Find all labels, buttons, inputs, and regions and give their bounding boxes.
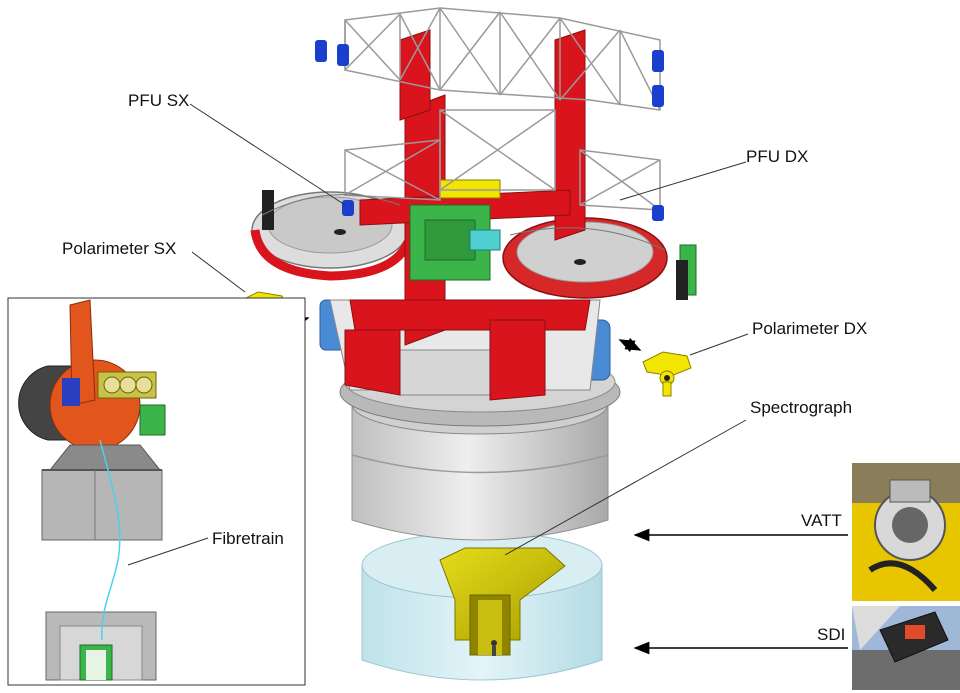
- spectrograph-leader: [504, 419, 747, 556]
- polarimeter-sx-label: Polarimeter SX: [62, 239, 176, 258]
- polarimeter-dx-leader: [689, 333, 749, 356]
- sdi-photo: [852, 606, 960, 690]
- pfu-sx-label: PFU SX: [128, 91, 189, 110]
- polarimeter-dx-arrow: [618, 337, 642, 353]
- fibretrain-label: Fibretrain: [212, 529, 284, 548]
- fibretrain-leader: [127, 537, 209, 566]
- fibretrain-inset: [7, 297, 306, 686]
- pfu-dx-leader: [619, 161, 747, 201]
- spectrograph-label: Spectrograph: [750, 398, 852, 417]
- sdi-label: SDI: [817, 625, 845, 644]
- vatt-photo: [852, 463, 960, 601]
- pfu-sx-leader: [189, 103, 346, 206]
- pfu-dx-label: PFU DX: [746, 147, 808, 166]
- polarimeter-dx-label: Polarimeter DX: [752, 319, 867, 338]
- polarimeter-dx: [642, 351, 692, 397]
- telescope-structure: [250, 7, 697, 401]
- vatt-label: VATT: [801, 511, 842, 530]
- polarimeter-sx-leader: [191, 251, 246, 293]
- spectrograph-enclosure: [361, 531, 603, 681]
